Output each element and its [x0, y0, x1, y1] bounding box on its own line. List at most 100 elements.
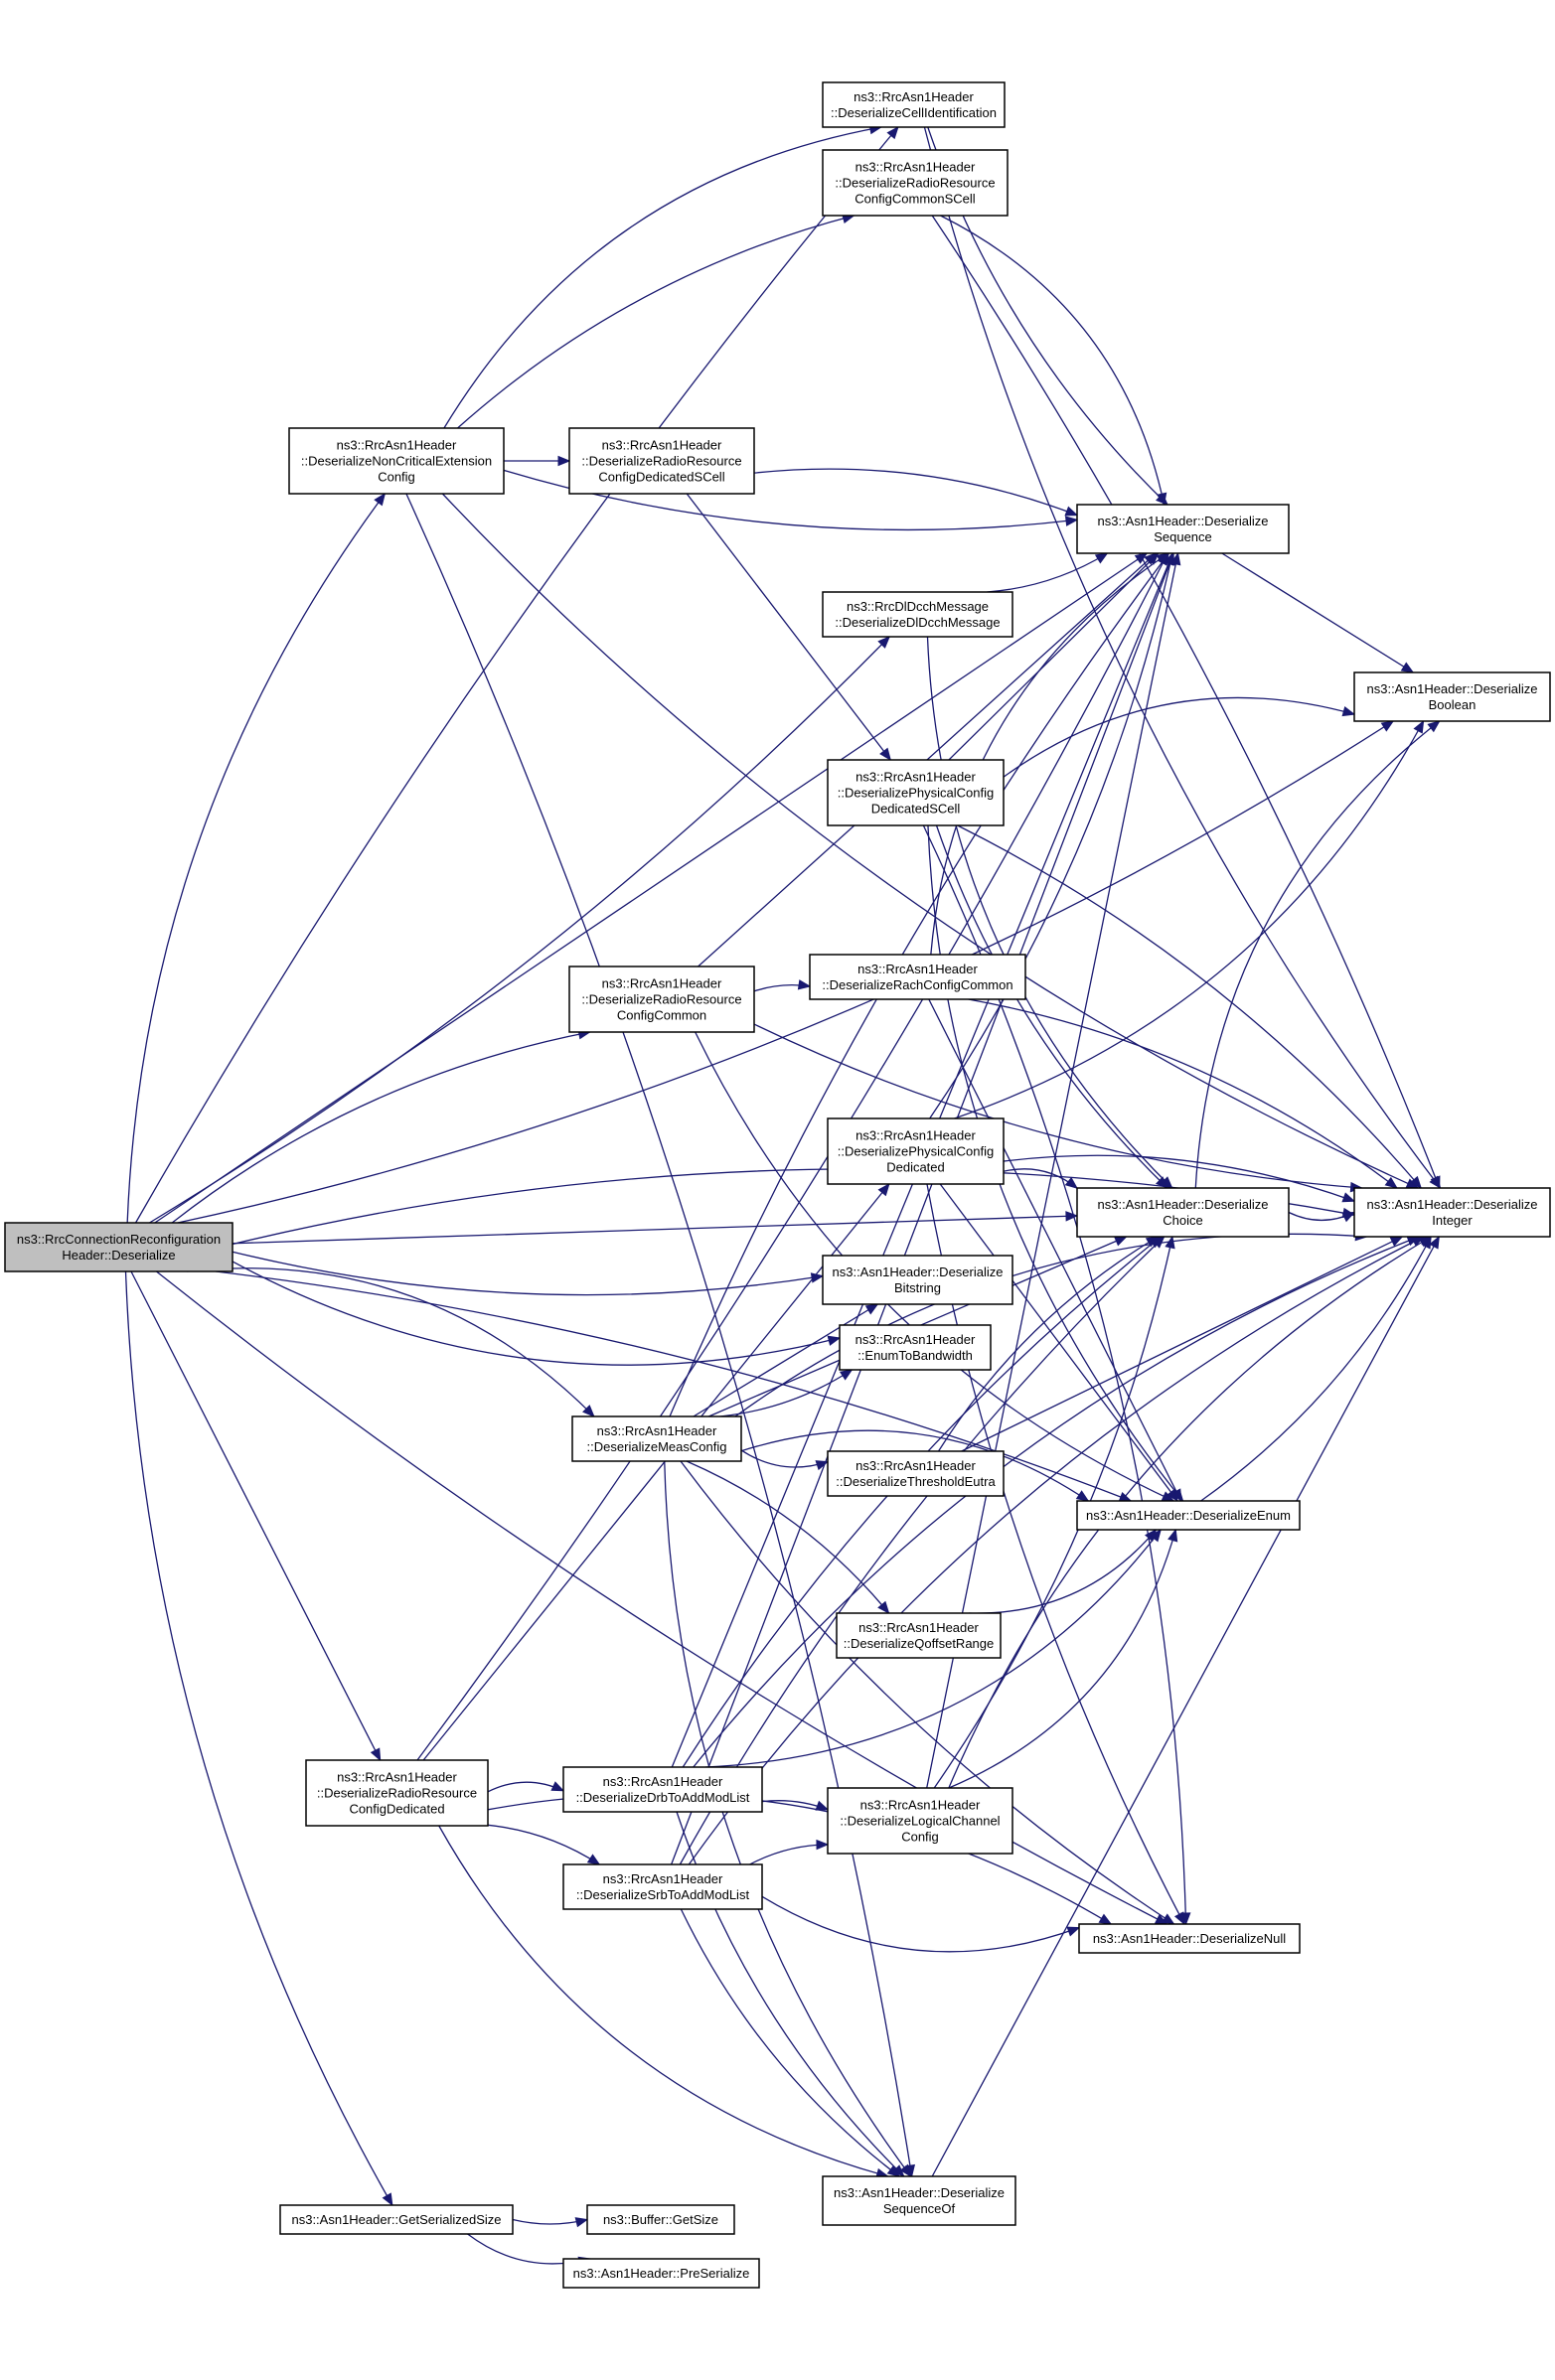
node-label-line: ::DeserializeNonCriticalExtension [301, 453, 492, 468]
arrowhead-seqof [886, 2164, 901, 2177]
node-box [827, 1117, 1005, 1185]
node-e2bw[interactable]: ns3::RrcAsn1Header::EnumToBandwidth [839, 1324, 992, 1371]
node-label-line: Sequence [1154, 529, 1212, 544]
node-label-line: ns3::Asn1Header::Deserialize [1367, 681, 1538, 696]
edge-pcdSC-to-choice [935, 824, 1168, 1189]
node-srb[interactable]: ns3::RrcAsn1Header::DeserializeSrbToAddM… [562, 1863, 763, 1910]
node-enum[interactable]: ns3::Asn1Header::DeserializeEnum [1076, 1500, 1301, 1531]
node-box [562, 2258, 760, 2289]
arrowhead-bits [810, 1272, 825, 1283]
edge-root-to-choice [232, 1215, 1078, 1245]
edge-cellId-to-int [923, 126, 1442, 1189]
edge-qoff-to-enum [968, 1529, 1157, 1614]
node-rach[interactable]: ns3::RrcAsn1Header::DeserializeRachConfi… [809, 954, 1026, 1000]
node-label-line: ns3::RrcAsn1Header [855, 1127, 976, 1142]
edge-nce-to-cellId [443, 126, 881, 429]
node-label-line: Choice [1163, 1213, 1202, 1228]
edge-root-to-e2bw [232, 1261, 841, 1366]
edge-root-to-meas [187, 1267, 595, 1417]
node-dldcch[interactable]: ns3::RrcDlDcchMessage::DeserializeDlDcch… [822, 591, 1013, 638]
node-box [288, 427, 505, 495]
edge-meas-to-qoff [686, 1460, 890, 1614]
arrowhead-null [1162, 1913, 1175, 1925]
node-box [822, 2175, 1016, 2226]
edge-seqof-to-int [931, 1236, 1440, 2177]
node-label-line: ::DeserializeLogicalChannel [840, 1813, 1000, 1828]
node-nce[interactable]: ns3::RrcAsn1Header::DeserializeNonCritic… [288, 427, 505, 495]
node-label-line: ns3::RrcAsn1Header [855, 1458, 976, 1473]
node-pcd[interactable]: ns3::RrcAsn1Header::DeserializePhysicalC… [827, 1117, 1005, 1185]
node-root[interactable]: ns3::RrcConnectionReconfigurationHeader:… [4, 1222, 233, 1272]
node-rrccSC[interactable]: ns3::RrcAsn1Header::DeserializeRadioReso… [822, 149, 1009, 217]
node-label-line: Bitstring [894, 1280, 941, 1295]
node-label-line: Header::Deserialize [62, 1248, 175, 1263]
arrowhead-int [1341, 1211, 1356, 1223]
arrowhead-rrcd [370, 1747, 382, 1762]
node-label-line: DedicatedSCell [871, 801, 961, 816]
arrowhead-choice [1155, 1176, 1168, 1189]
arrowhead-bool [1341, 705, 1356, 717]
edge-srb-to-seq [671, 552, 1174, 1865]
node-box [827, 1450, 1005, 1497]
arrowhead-seq [1064, 516, 1079, 526]
node-label-line: ::DeserializeMeasConfig [587, 1439, 727, 1454]
node-box [827, 759, 1005, 826]
node-null[interactable]: ns3::Asn1Header::DeserializeNull [1078, 1923, 1301, 1954]
nodes-layer: ns3::RrcConnectionReconfigurationHeader:… [4, 81, 1551, 2289]
node-thr[interactable]: ns3::RrcAsn1Header::DeserializeThreshold… [827, 1450, 1005, 1497]
edge-rrcd-to-pcd [422, 1183, 890, 1761]
node-label-line: SequenceOf [883, 2201, 956, 2216]
arrowhead-null [1066, 1926, 1081, 1937]
node-label-line: ns3::RrcAsn1Header [337, 437, 457, 452]
node-cellId[interactable]: ns3::RrcAsn1Header::DeserializeCellIdent… [822, 81, 1006, 128]
arrowhead-lcc [815, 1800, 830, 1811]
node-lcc[interactable]: ns3::RrcAsn1Header::DeserializeLogicalCh… [827, 1787, 1013, 1855]
node-box [1353, 671, 1551, 722]
node-label-line: ::DeserializeRachConfigCommon [822, 977, 1012, 992]
node-label-line: ::DeserializeQoffsetRange [844, 1636, 995, 1651]
node-label-line: ns3::RrcAsn1Header [597, 1423, 717, 1438]
node-rrcc[interactable]: ns3::RrcAsn1Header::DeserializeRadioReso… [568, 966, 755, 1033]
arrowhead-seq [1094, 552, 1109, 564]
edge-nce-to-int [441, 493, 1419, 1189]
node-label-line: ns3::RrcAsn1Header [602, 437, 722, 452]
node-box [1076, 504, 1290, 554]
node-qoff[interactable]: ns3::RrcAsn1Header::DeserializeQoffsetRa… [836, 1612, 1002, 1659]
node-bufsz[interactable]: ns3::Buffer::GetSize [586, 2204, 735, 2235]
edge-root-to-gss [124, 1270, 393, 2206]
arrowhead-bits [864, 1303, 879, 1315]
arrowhead-choice [1065, 1211, 1079, 1222]
node-box [1076, 1500, 1301, 1531]
arrowhead-lcc [816, 1839, 830, 1851]
node-gss[interactable]: ns3::Asn1Header::GetSerializedSize [279, 2204, 514, 2235]
node-label-line: ns3::Asn1Header::DeserializeNull [1093, 1931, 1286, 1946]
edge-nce-to-seqof [405, 493, 913, 2177]
edge-pcd-to-bool [954, 720, 1425, 1119]
edge-pcd-to-seq [929, 552, 1173, 1119]
node-label-line: ConfigDedicatedSCell [598, 469, 724, 484]
node-rrcd[interactable]: ns3::RrcAsn1Header::DeserializeRadioReso… [305, 1759, 489, 1827]
node-rrcdSC[interactable]: ns3::RrcAsn1Header::DeserializeRadioReso… [568, 427, 755, 495]
edge-srb-to-choice [679, 1236, 1166, 1865]
edge-meas-to-thr [740, 1449, 829, 1468]
node-label-line: ::DeserializePhysicalConfig [838, 1143, 995, 1158]
edge-rrcdSC-to-pcdSC [686, 493, 891, 761]
node-box [822, 149, 1009, 217]
node-label-line: ::EnumToBandwidth [857, 1348, 973, 1363]
arrowhead-enum [1075, 1490, 1090, 1502]
arrowhead-dldcch [877, 636, 891, 649]
node-preser[interactable]: ns3::Asn1Header::PreSerialize [562, 2258, 760, 2289]
node-box [586, 2204, 735, 2235]
edge-dldcch-to-seq [987, 552, 1108, 593]
node-pcdSC[interactable]: ns3::RrcAsn1Header::DeserializePhysicalC… [827, 759, 1005, 826]
node-label-line: ConfigCommonSCell [855, 191, 975, 206]
node-meas[interactable]: ns3::RrcAsn1Header::DeserializeMeasConfi… [571, 1415, 742, 1462]
node-drb[interactable]: ns3::RrcAsn1Header::DeserializeDrbToAddM… [562, 1766, 763, 1813]
arrowhead-qoff [877, 1600, 890, 1615]
